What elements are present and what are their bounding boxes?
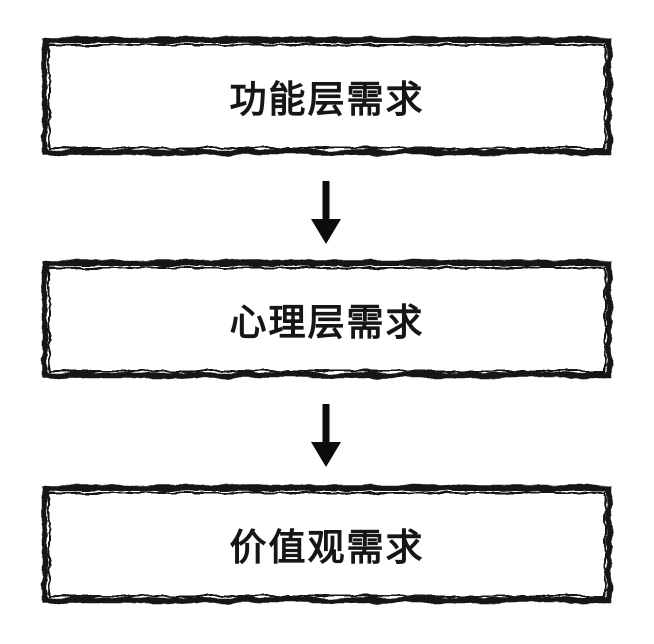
flow-node-psychological: 心理层需求: [38, 256, 616, 382]
flow-node-values: 价值观需求: [38, 481, 616, 607]
flow-node-functional: 功能层需求: [38, 33, 616, 159]
sketch-box-border: [42, 37, 612, 155]
arrow-down-icon: [309, 404, 343, 468]
flow-node-label: 价值观需求: [229, 527, 425, 568]
flow-node-label: 功能层需求: [229, 79, 425, 120]
sketch-box-border: [42, 485, 612, 603]
flow-node-label: 心理层需求: [229, 302, 425, 343]
sketch-box-border: [42, 260, 612, 378]
arrow-down-icon: [309, 181, 343, 245]
